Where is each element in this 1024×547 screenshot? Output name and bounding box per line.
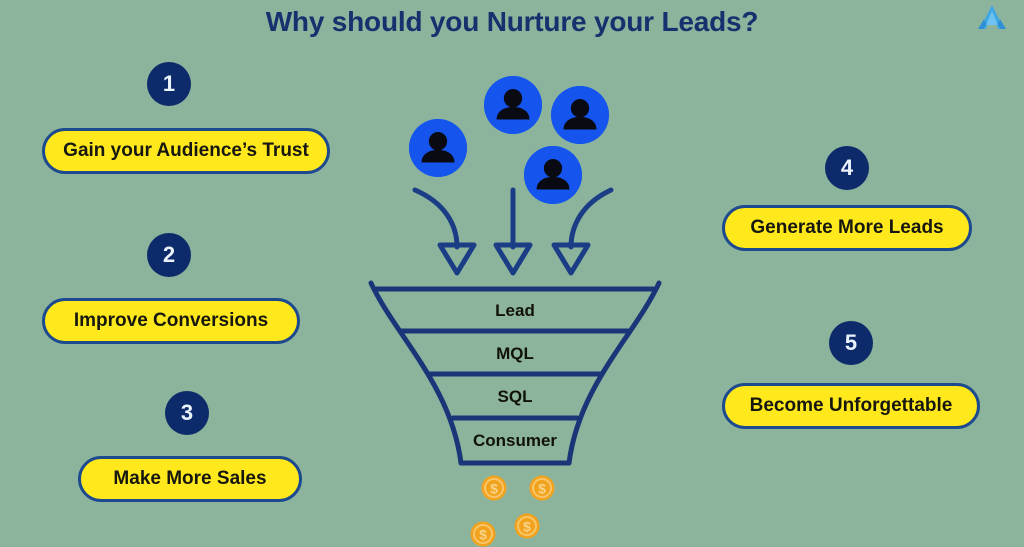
benefit-badge-2: 2 <box>147 233 191 277</box>
lead-funnel: Lead MQL SQL Consumer <box>355 275 675 475</box>
benefit-pill-5[interactable]: Become Unforgettable <box>722 383 980 429</box>
person-icon <box>409 119 467 177</box>
dollar-coin-icon: $ <box>514 513 540 539</box>
benefit-pill-4[interactable]: Generate More Leads <box>722 205 972 251</box>
person-icon <box>484 76 542 134</box>
benefit-badge-1: 1 <box>147 62 191 106</box>
dollar-coin-icon: $ <box>470 521 496 547</box>
benefit-pill-3[interactable]: Make More Sales <box>78 456 302 502</box>
funnel-stage-lead: Lead <box>495 301 535 320</box>
benefit-pill-2[interactable]: Improve Conversions <box>42 298 300 344</box>
page-title: Why should you Nurture your Leads? <box>265 6 759 37</box>
funnel-stage-consumer: Consumer <box>472 431 558 450</box>
dollar-coin-icon: $ <box>529 475 555 501</box>
benefit-pill-1[interactable]: Gain your Audience’s Trust <box>42 128 330 174</box>
person-icon <box>551 86 609 144</box>
svg-text:$: $ <box>490 481 498 497</box>
svg-text:$: $ <box>479 527 487 543</box>
funnel-stage-mql: MQL <box>496 344 534 363</box>
flow-arrows <box>395 185 635 285</box>
benefit-badge-5: 5 <box>829 321 873 365</box>
brand-logo <box>974 2 1010 34</box>
benefit-badge-3: 3 <box>165 391 209 435</box>
funnel-stage-sql: SQL <box>497 387 533 406</box>
person-icon <box>524 146 582 204</box>
svg-text:$: $ <box>523 519 531 535</box>
dollar-coin-icon: $ <box>481 475 507 501</box>
svg-text:$: $ <box>538 481 546 497</box>
benefit-badge-4: 4 <box>825 146 869 190</box>
